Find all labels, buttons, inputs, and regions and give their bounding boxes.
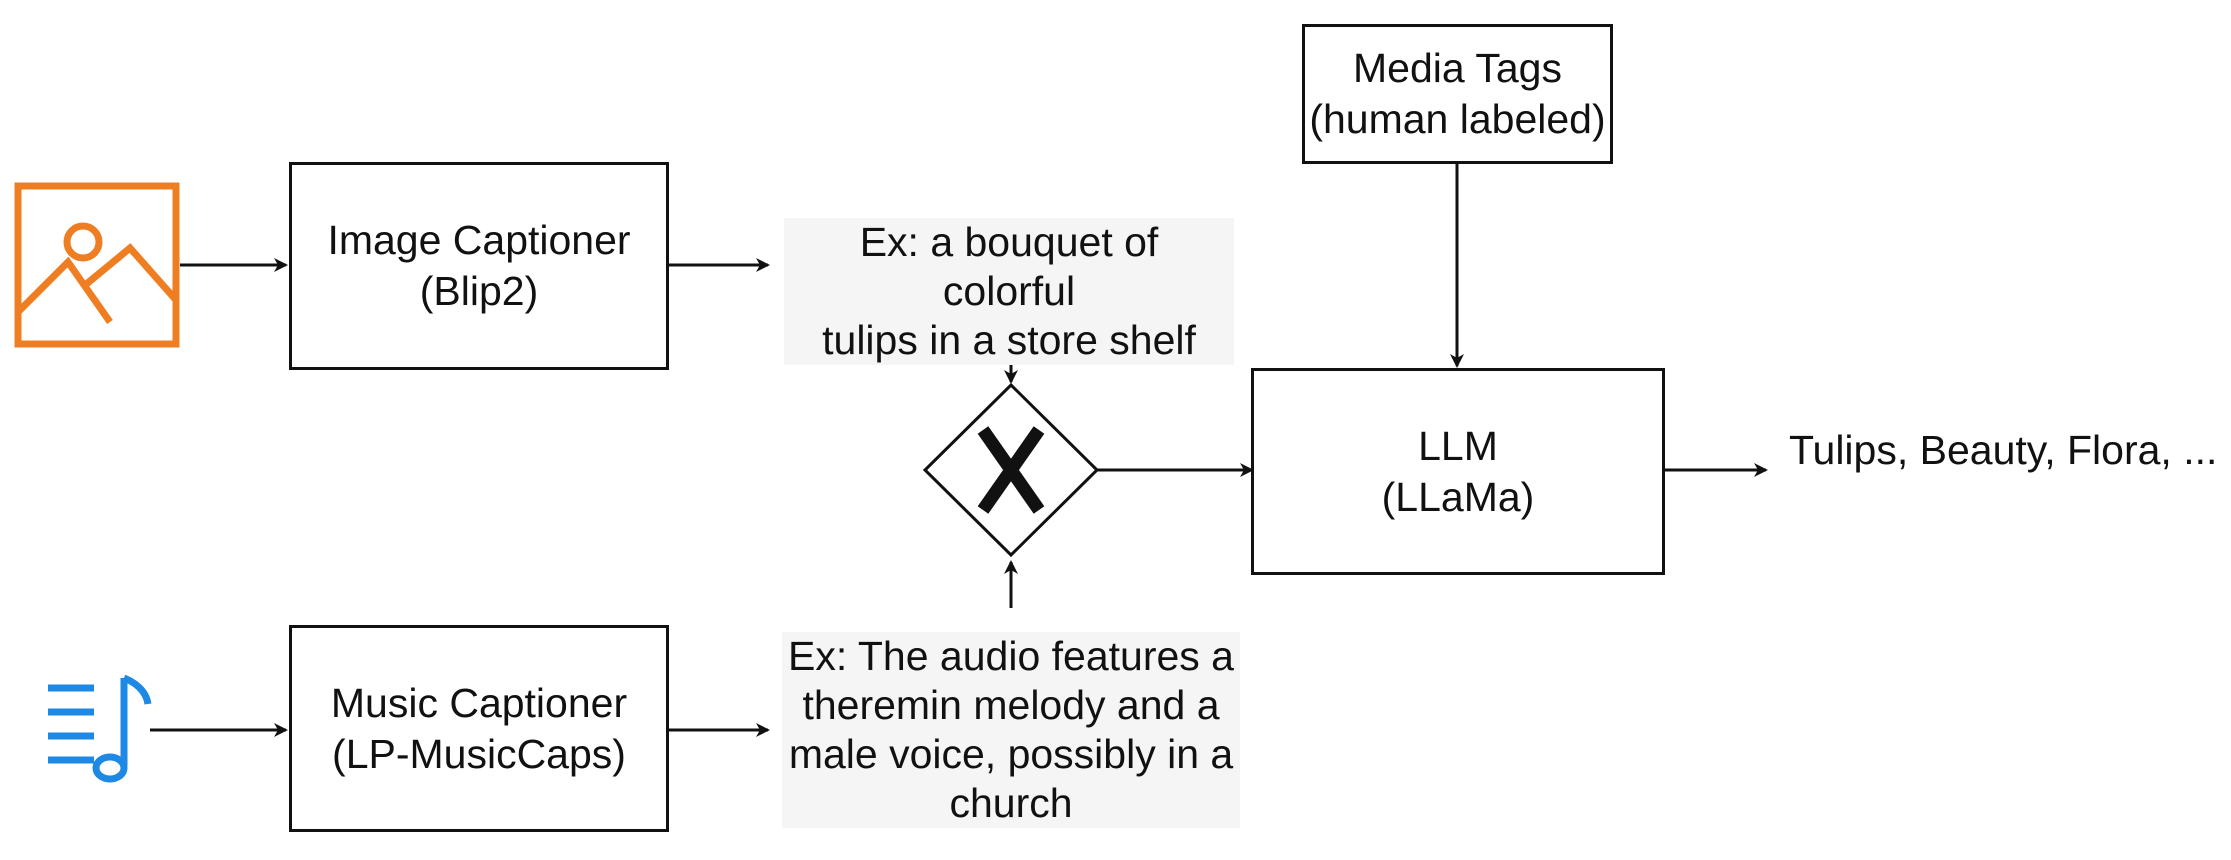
- llm-box: LLM (LLaMa): [1251, 368, 1665, 575]
- media-tags-subtitle: (human labeled): [1309, 96, 1606, 142]
- image-caption-line-2: tulips in a store shelf: [822, 317, 1196, 363]
- exclusive-gateway-icon: [922, 382, 1100, 558]
- music-caption-line-1: Ex: The audio features a: [788, 633, 1234, 679]
- media-tags-title: Media Tags: [1353, 45, 1562, 91]
- music-captioner-model: (LP-MusicCaps): [332, 730, 626, 777]
- image-icon: [14, 182, 180, 348]
- music-note-list-icon: [48, 674, 152, 783]
- music-caption-example: Ex: The audio features a theremin melody…: [782, 632, 1240, 828]
- media-tags-box: Media Tags (human labeled): [1302, 24, 1613, 164]
- image-caption-line-1: Ex: a bouquet of colorful: [859, 219, 1159, 314]
- image-caption-example: Ex: a bouquet of colorful tulips in a st…: [784, 218, 1234, 365]
- llm-model: (LLaMa): [1381, 473, 1535, 520]
- connectors: [150, 164, 1768, 737]
- music-caption-line-2: theremin melody and a: [802, 682, 1220, 728]
- image-captioner-box: Image Captioner (Blip2): [289, 162, 669, 370]
- image-captioner-title: Image Captioner: [327, 217, 631, 263]
- music-caption-line-4: church: [949, 780, 1073, 826]
- music-caption-line-3: male voice, possibly in a: [788, 731, 1234, 777]
- image-captioner-model: (Blip2): [419, 268, 539, 314]
- music-captioner-box: Music Captioner (LP-MusicCaps): [289, 625, 669, 832]
- music-captioner-title: Music Captioner: [330, 679, 628, 726]
- llm-title: LLM: [1418, 422, 1498, 469]
- llm-output-tags: Tulips, Beauty, Flora, ...: [1789, 427, 2218, 473]
